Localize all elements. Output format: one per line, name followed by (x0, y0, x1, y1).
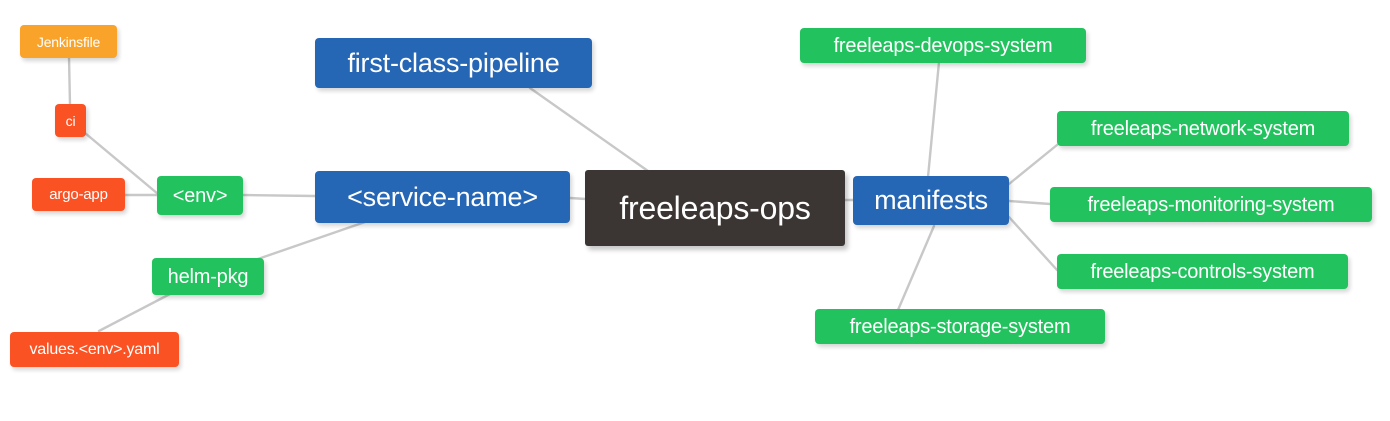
node-label: ci (65, 112, 76, 129)
node-label: argo-app (49, 186, 108, 203)
node-label: freeleaps-monitoring-system (1087, 193, 1335, 216)
node-helm-pkg[interactable]: helm-pkg (152, 258, 264, 295)
edge-storage-manifests (896, 224, 936, 312)
node-freeleaps-network-system[interactable]: freeleaps-network-system (1057, 111, 1349, 146)
edge-devops-manifests (926, 60, 941, 179)
node-root-freeleaps-ops[interactable]: freeleaps-ops (585, 170, 845, 246)
edge-monitoring-manifests (1007, 199, 1052, 206)
node-label: freeleaps-ops (619, 190, 811, 226)
edge-env-servicename (241, 193, 317, 198)
edge-pipeline-root (528, 86, 650, 173)
node-label: manifests (874, 185, 988, 215)
edge-helmpkg-servicename (253, 220, 367, 262)
node-freeleaps-storage-system[interactable]: freeleaps-storage-system (815, 309, 1105, 344)
node-manifests[interactable]: manifests (853, 176, 1009, 225)
node-values-yaml[interactable]: values.<env>.yaml (10, 332, 179, 367)
node-label: freeleaps-devops-system (833, 34, 1053, 57)
node-freeleaps-devops-system[interactable]: freeleaps-devops-system (800, 28, 1086, 63)
node-label: Jenkinsfile (36, 33, 101, 50)
node-jenkinsfile[interactable]: Jenkinsfile (20, 25, 117, 58)
node-label: values.<env>.yaml (29, 340, 160, 358)
node-first-class-pipeline[interactable]: first-class-pipeline (315, 38, 592, 88)
node-argo-app[interactable]: argo-app (32, 178, 125, 211)
edge-jenkinsfile-ci (67, 55, 72, 107)
node-service-name[interactable]: <service-name> (315, 171, 570, 223)
node-label: helm-pkg (167, 265, 249, 288)
edge-servicename-root (568, 196, 588, 201)
node-label: freeleaps-controls-system (1090, 260, 1315, 283)
edge-network-manifests (1007, 143, 1059, 186)
node-label: freeleaps-network-system (1090, 117, 1316, 140)
node-label: <env> (172, 184, 228, 207)
node-env[interactable]: <env> (157, 176, 243, 215)
node-freeleaps-monitoring-system[interactable]: freeleaps-monitoring-system (1050, 187, 1372, 222)
node-label: first-class-pipeline (347, 47, 560, 78)
node-label: freeleaps-storage-system (849, 315, 1071, 338)
node-ci[interactable]: ci (55, 104, 86, 137)
edge-controls-manifests (1007, 215, 1059, 272)
node-freeleaps-controls-system[interactable]: freeleaps-controls-system (1057, 254, 1348, 289)
node-label: <service-name> (347, 181, 538, 212)
edge-values-helmpkg (97, 292, 172, 333)
